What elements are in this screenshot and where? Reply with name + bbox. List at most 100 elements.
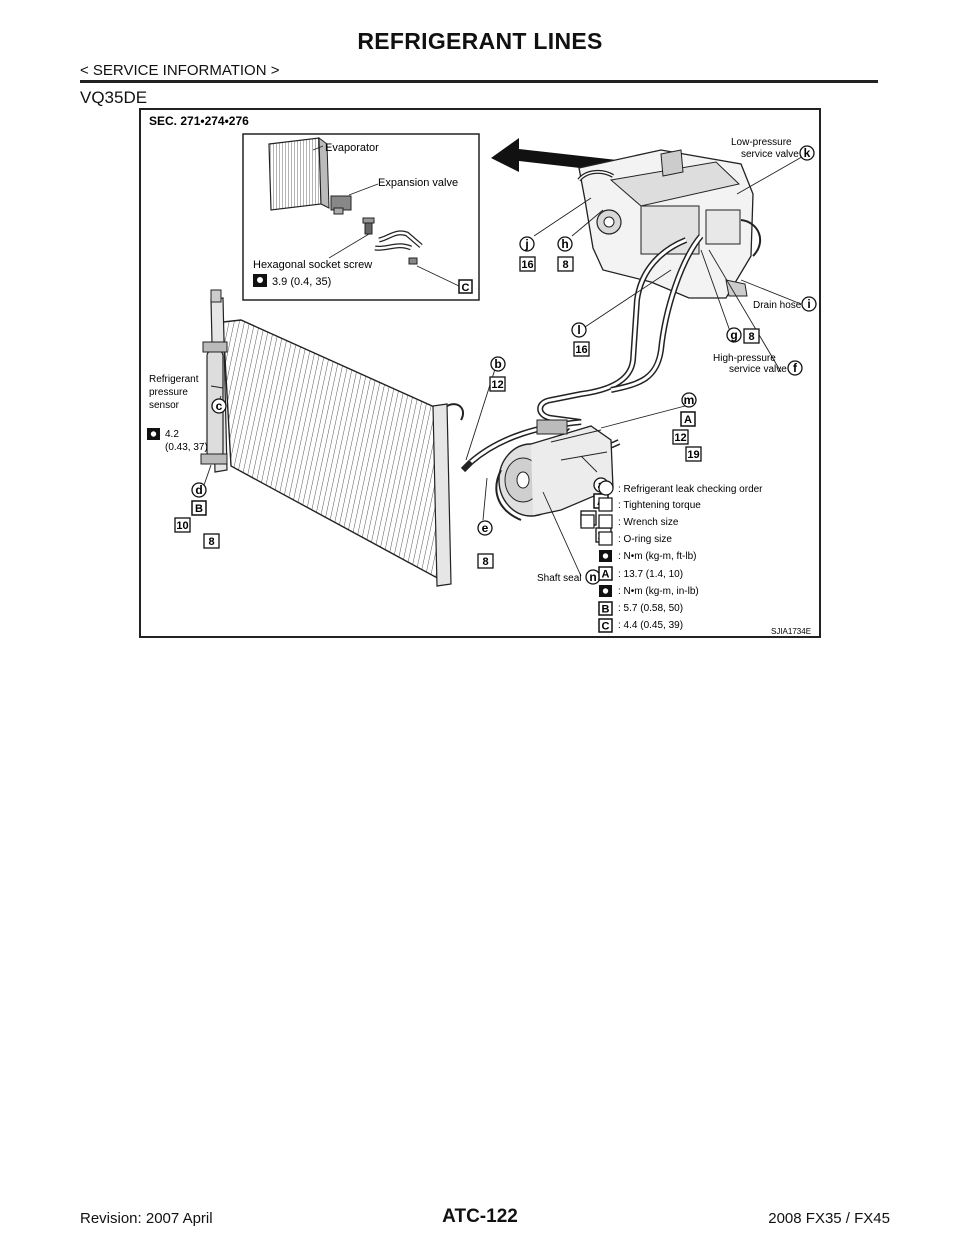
- legend-code-boxes: A B C: [598, 566, 613, 633]
- legend-unit-in-lb: : N•m (kg-m, in-lb): [618, 586, 699, 597]
- svg-text:8: 8: [748, 331, 754, 343]
- inset-pipes: [374, 230, 423, 265]
- svg-text:12: 12: [491, 379, 503, 391]
- drain-hose-label: Drain hose: [753, 300, 802, 311]
- svg-text:8: 8: [562, 259, 568, 271]
- figure-id: SJIA1734E: [771, 627, 811, 636]
- svg-text:l: l: [577, 323, 580, 337]
- legend: A B C : Refrigerant leak checking order …: [580, 480, 763, 633]
- marker-c: c: [211, 398, 227, 414]
- hex-socket-screw: [362, 217, 375, 235]
- evaporator-core: [268, 136, 330, 211]
- svg-text:8: 8: [208, 536, 214, 548]
- figure-drawing: SEC. 271•274•276 Evaporator Expansion va…: [147, 114, 817, 636]
- svg-text:g: g: [730, 328, 737, 342]
- marker-n: n: [585, 569, 601, 585]
- high-pressure-label-1: High-pressure: [713, 353, 776, 364]
- svg-text:19: 19: [687, 449, 699, 461]
- size-box-g: 8: [743, 328, 760, 344]
- size-box-j: 16: [519, 256, 536, 272]
- front-arrow-icon: [491, 138, 617, 172]
- torque-code-d: B: [191, 500, 207, 516]
- size-box-e: 8: [477, 553, 494, 569]
- sensor-torque-icon: [147, 428, 160, 440]
- marker-k: k: [799, 145, 815, 161]
- legend-unit-ft-lb: : N•m (kg-m, ft-lb): [618, 551, 697, 562]
- legend-torque-a: : 13.7 (1.4, 10): [618, 569, 683, 580]
- size-box-m2: 19: [685, 446, 702, 462]
- legend-leak-order: : Refrigerant leak checking order: [618, 484, 763, 495]
- page-title: REFRIGERANT LINES: [357, 28, 603, 54]
- hex-torque-value: 3.9 (0.4, 35): [272, 276, 331, 288]
- breadcrumb[interactable]: < SERVICE INFORMATION >: [80, 62, 280, 79]
- torque-code-m: A: [680, 411, 696, 427]
- cooling-unit: [577, 149, 762, 299]
- svg-text:b: b: [494, 357, 501, 371]
- marker-j: j: [519, 236, 535, 252]
- legend-torque-c: : 4.4 (0.45, 39): [618, 620, 683, 631]
- refrigerant-lines-figure: SEC. 271•274•276 Evaporator Expansion va…: [139, 108, 821, 638]
- legend-oring-size: : O-ring size: [618, 534, 672, 545]
- header-rule: [80, 80, 878, 83]
- compressor: [495, 419, 614, 521]
- legend-tightening-torque: : Tightening torque: [618, 500, 701, 511]
- svg-text:12: 12: [674, 432, 686, 444]
- evaporator-inset: Evaporator Expansion valve Hexagonal soc…: [242, 133, 480, 301]
- svg-text:10: 10: [176, 520, 188, 532]
- refrigerant-sensor-label-1: Refrigerant: [149, 374, 199, 385]
- sensor-torque-detail: (0.43, 37): [165, 442, 208, 453]
- marker-m: m: [681, 392, 697, 408]
- section-title: VQ35DE: [80, 88, 148, 107]
- marker-g: g: [726, 327, 742, 343]
- svg-text:e: e: [482, 521, 489, 535]
- section-reference: SEC. 271•274•276: [149, 114, 249, 128]
- svg-text:i: i: [807, 297, 810, 311]
- svg-text:n: n: [589, 570, 596, 584]
- legend-wrench-size: : Wrench size: [618, 517, 679, 528]
- legend-symbols: [580, 480, 614, 597]
- refrigerant-sensor-label-3: sensor: [149, 400, 180, 411]
- refrigerant-sensor-label-2: pressure: [149, 387, 188, 398]
- size-box-d2: 8: [203, 533, 220, 549]
- marker-d: d: [191, 482, 207, 498]
- svg-text:d: d: [195, 483, 202, 497]
- expansion-valve-label: Expansion valve: [378, 177, 458, 189]
- legend-torque-b: : 5.7 (0.58, 50): [618, 603, 683, 614]
- svg-text:c: c: [216, 399, 223, 413]
- marker-f: f: [787, 360, 803, 376]
- svg-text:f: f: [793, 361, 798, 375]
- low-pressure-label-1: Low-pressure: [731, 137, 792, 148]
- shaft-seal-label: Shaft seal: [537, 573, 581, 584]
- size-box-m1: 12: [672, 429, 689, 445]
- svg-text:B: B: [195, 503, 203, 515]
- hex-torque-code: C: [462, 282, 470, 294]
- page-number: ATC-122: [442, 1206, 518, 1227]
- size-box-b: 12: [489, 376, 506, 392]
- svg-text:j: j: [524, 237, 528, 251]
- evaporator-label: Evaporator: [325, 142, 379, 154]
- marker-b: b: [490, 356, 506, 372]
- torque-wrench-icon: [253, 274, 267, 287]
- low-pressure-label-2: service valve: [741, 149, 799, 160]
- condenser: [210, 289, 465, 587]
- sensor-torque-value: 4.2: [165, 429, 179, 440]
- leak-order-markers: k j h i l g f b c m a d e n: [191, 145, 817, 585]
- size-box-h: 8: [557, 256, 574, 272]
- svg-text:k: k: [804, 146, 811, 160]
- marker-h: h: [557, 236, 573, 252]
- marker-i: i: [801, 296, 817, 312]
- marker-e: e: [477, 520, 493, 536]
- high-pressure-label-2: service valve: [729, 364, 787, 375]
- hex-screw-label: Hexagonal socket screw: [253, 259, 372, 271]
- svg-text:m: m: [684, 393, 695, 407]
- svg-text:16: 16: [575, 344, 587, 356]
- svg-text:A: A: [684, 414, 692, 426]
- revision-date: Revision: 2007 April: [80, 1210, 213, 1227]
- marker-l: l: [571, 322, 587, 338]
- size-box-d1: 10: [174, 517, 191, 533]
- model-name: 2008 FX35 / FX45: [768, 1210, 890, 1227]
- legend-texts: : Refrigerant leak checking order : Tigh…: [618, 484, 763, 631]
- svg-text:h: h: [561, 237, 568, 251]
- size-box-l: 16: [573, 341, 590, 357]
- expansion-valve: [330, 195, 352, 215]
